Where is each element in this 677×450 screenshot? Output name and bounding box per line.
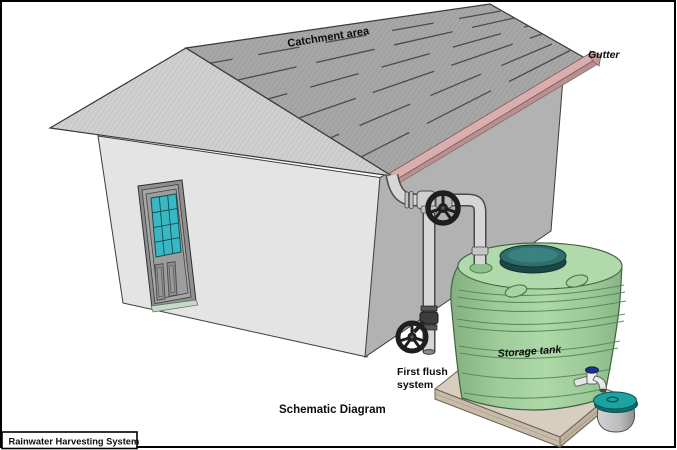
tap-assembly	[573, 366, 607, 393]
storage-tank-label: Storage tank	[497, 344, 562, 360]
tap-handle	[585, 366, 599, 374]
inlet-valve-handwheel	[425, 190, 461, 226]
gutter-end-cap	[589, 50, 602, 67]
roof-seam-lines	[210, 10, 572, 158]
first-flush-pipe-outlet	[422, 349, 436, 355]
pot-lid	[593, 391, 637, 410]
roof-main-hatch	[186, 4, 585, 176]
tank-handle-right	[565, 274, 589, 288]
door-threshold	[150, 299, 199, 313]
tank-inlet-collar	[469, 262, 493, 274]
first-flush-label-line2: system	[397, 379, 433, 391]
gutter-label: Gutter	[588, 49, 620, 61]
first-flush-valve-body	[419, 311, 439, 325]
door-panel-left-inner	[156, 266, 164, 298]
title-box-frame	[1, 431, 138, 450]
collection-pot	[593, 391, 638, 433]
roof	[48, 3, 587, 177]
first-flush-label-line1: First flush	[397, 366, 448, 378]
door	[137, 179, 199, 313]
tap-spout-opening	[599, 388, 607, 393]
pot-lid-ring	[606, 396, 619, 403]
title-box-label: Rainwater Harvesting System	[9, 437, 140, 447]
door-panel-right-inner	[168, 264, 176, 294]
pipework	[385, 173, 489, 355]
schematic-diagram-caption: Schematic Diagram	[279, 404, 386, 416]
storage-tank	[450, 242, 627, 411]
downpipe-to-tank	[387, 174, 485, 264]
house	[48, 3, 602, 359]
first-flush-valve-handwheel	[395, 320, 429, 354]
tank-handle-left	[504, 284, 528, 298]
title-box: Rainwater Harvesting System	[1, 431, 140, 450]
first-flush-valve	[395, 305, 439, 354]
inlet-coupling	[471, 246, 489, 256]
door-glass-grid	[152, 195, 180, 256]
tank-lid-inner	[508, 247, 558, 263]
roof-hip-hatch	[50, 48, 392, 176]
